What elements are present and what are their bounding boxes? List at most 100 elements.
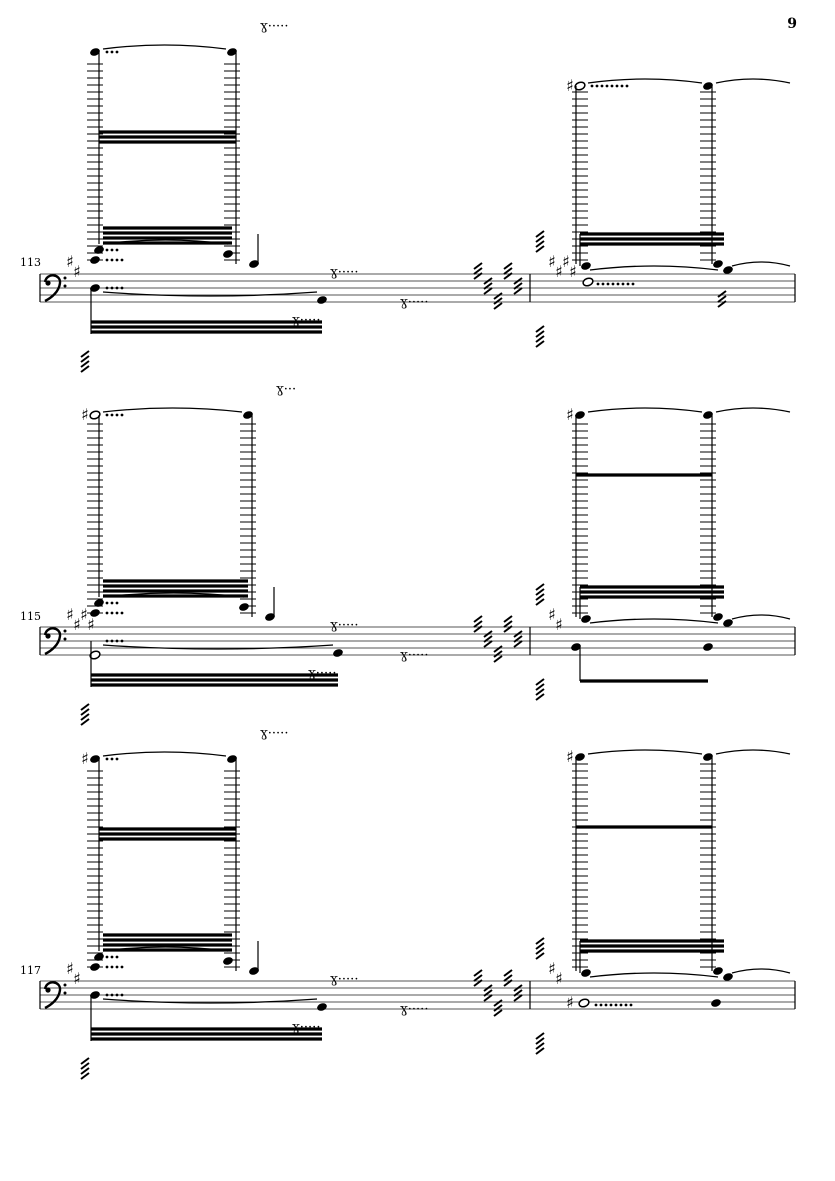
tremolo-stroke [535,1032,545,1040]
sharp-icon: ♯ [566,993,574,1012]
sharp-icon: ♯ [566,405,574,424]
tremolo-stroke [503,974,513,982]
tremolo-stroke [717,290,727,298]
tremolo-stroke [535,947,545,955]
notehead [90,755,100,763]
tremolo-stroke [483,989,493,997]
augmentation-dot [625,84,629,88]
notehead [90,991,100,999]
notehead [90,963,100,971]
bass-clef-icon [63,276,67,280]
augmentation-dot [110,50,114,54]
tremolo-stroke [80,365,90,373]
tremolo-stroke [493,1009,503,1017]
notehead [571,643,581,651]
augmentation-dot [105,955,109,959]
notehead [223,250,233,258]
page-number: 9 [787,16,797,32]
tremolo-stroke [473,974,483,982]
tremolo-stroke [503,625,513,633]
tie [102,44,227,50]
augmentation-dot [621,282,625,286]
augmentation-dot [120,639,124,643]
augmentation-dot [110,601,114,605]
tie [587,78,703,84]
tremolo-stroke [473,262,483,270]
tremolo-stroke [535,325,545,333]
tie [102,751,227,757]
eighth-rest-icon: ɣ····· [292,313,320,328]
augmentation-dot [105,413,109,417]
tie [102,592,245,598]
sharp-icon: ♯ [66,252,74,271]
augmentation-dot [629,1003,633,1007]
sharp-icon: ♯ [81,749,89,768]
notehead [89,410,101,420]
tie [589,618,719,624]
eighth-rest-icon: ɣ····· [330,618,358,633]
augmentation-dot [599,1003,603,1007]
augmentation-dot [615,84,619,88]
augmentation-dot [590,84,594,88]
notehead [94,953,104,961]
eighth-rest-icon: ɣ··· [276,382,296,397]
augmentation-dot [115,639,119,643]
tie [731,614,791,620]
tremolo-stroke [535,593,545,601]
sharp-icon: ♯ [73,262,81,281]
augmentation-dot [105,639,109,643]
tremolo-stroke [513,282,523,290]
augmentation-dot [604,1003,608,1007]
notehead [249,260,259,268]
eighth-rest-icon: ɣ····· [292,1020,320,1035]
augmentation-dot [110,993,114,997]
tremolo-stroke [80,1062,90,1070]
tremolo-stroke [535,688,545,696]
augmentation-dot [105,286,109,290]
tremolo-stroke [535,588,545,596]
augmentation-dot [115,413,119,417]
bass-clef-icon [63,629,67,633]
tremolo-stroke [483,640,493,648]
tremolo-stroke [535,952,545,960]
notehead [575,411,585,419]
augmentation-dot [596,282,600,286]
tremolo-stroke [535,230,545,238]
sharp-icon: ♯ [548,959,556,978]
augmentation-dot [120,993,124,997]
notehead [243,411,253,419]
augmentation-dot [110,965,114,969]
notehead [239,603,249,611]
notehead [90,609,100,617]
tremolo-stroke [80,1057,90,1065]
tremolo-stroke [535,1042,545,1050]
sharp-icon: ♯ [566,747,574,766]
notehead [94,246,104,254]
tremolo-stroke [80,1067,90,1075]
augmentation-dot [619,1003,623,1007]
tremolo-stroke [535,678,545,686]
bass-clef-icon [43,627,62,656]
tremolo-stroke [473,620,483,628]
notehead [703,643,713,651]
bass-clef-icon [45,987,51,993]
tremolo-stroke [717,300,727,308]
bass-clef-icon [63,983,67,987]
sharp-icon: ♯ [548,252,556,271]
augmentation-dot [115,993,119,997]
augmentation-dot [631,282,635,286]
notehead [578,998,590,1008]
sharp-icon: ♯ [566,76,574,95]
augmentation-dot [595,84,599,88]
notehead [703,753,713,761]
tremolo-stroke [80,713,90,721]
notehead [90,284,100,292]
tremolo-stroke [503,267,513,275]
tremolo-stroke [473,615,483,623]
tie [102,644,334,650]
tie [715,749,791,755]
augmentation-dot [105,965,109,969]
tremolo-stroke [535,937,545,945]
tremolo-stroke [503,615,513,623]
